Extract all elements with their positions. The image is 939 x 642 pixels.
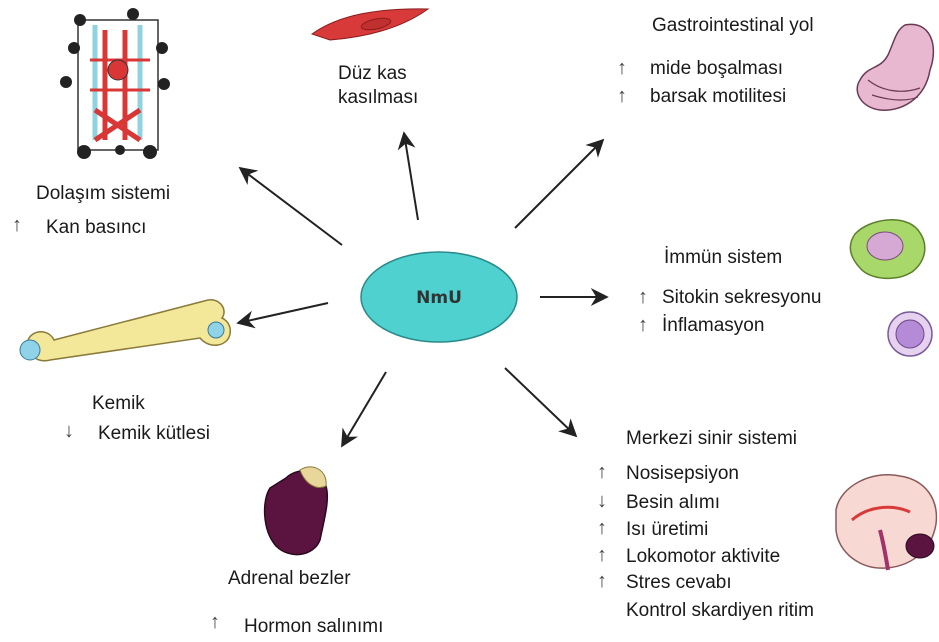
adrenal-gland-icon (265, 467, 328, 555)
bone-icon (20, 300, 230, 361)
arrow-adrenal (342, 372, 386, 446)
circulatory-item-0-dir: ↑ (12, 214, 22, 236)
gi-item-1-dir: ↑ (617, 85, 627, 107)
lymphocyte-icon (888, 312, 932, 356)
arrow-bone (238, 303, 328, 323)
cns-item-4-dir: ↑ (597, 570, 607, 592)
smooth-muscle-title-line2: kasılması (338, 87, 418, 109)
cns-item-0-label: Nosisepsiyon (626, 463, 739, 485)
cns-item-2-label: Isı üretimi (626, 519, 708, 541)
adrenal-item-0-dir: ↑ (210, 611, 220, 633)
immune-title: İmmün sistem (664, 247, 782, 269)
cns-title: Merkezi sinir sistemi (626, 428, 797, 450)
adrenal-title: Adrenal bezler (228, 568, 351, 590)
immune-item-1-label: İnflamasyon (662, 315, 764, 337)
smooth-muscle-icon (312, 9, 428, 40)
cns-item-0-dir: ↑ (597, 461, 607, 483)
gi-item-1-label: barsak motilitesi (650, 86, 786, 108)
circulatory-diagram-icon (60, 8, 170, 159)
bone-item-0-dir: ↓ (64, 420, 74, 442)
center-node: NmU (361, 252, 517, 342)
cns-item-3-label: Lokomotor aktivite (626, 546, 780, 568)
cns-item-3-dir: ↑ (597, 544, 607, 566)
gi-item-0-label: mide boşalması (650, 58, 783, 80)
immune-item-0-dir: ↑ (638, 286, 648, 308)
brain-icon (836, 475, 936, 570)
bone-item-0-label: Kemik kütlesi (98, 423, 210, 445)
circulatory-title: Dolaşım sistemi (36, 183, 170, 205)
center-label: NmU (416, 288, 462, 308)
arrow-cns (505, 368, 576, 436)
immune-item-0-label: Sitokin sekresyonu (662, 287, 821, 309)
macrophage-icon (850, 220, 925, 279)
arrow-smooth-muscle (404, 133, 418, 220)
arrow-gi (515, 140, 603, 228)
cns-item-1-label: Besin alımı (626, 492, 720, 514)
circulatory-item-0-label: Kan basıncı (46, 217, 146, 239)
adrenal-item-0-label: Hormon salınımı (244, 616, 383, 638)
arrow-circulatory (240, 168, 342, 245)
cns-item-4-label: Stres cevabı (626, 572, 732, 594)
cns-item-2-dir: ↑ (597, 517, 607, 539)
smooth-muscle-title-line1: Düz kas (338, 63, 407, 85)
immune-item-1-dir: ↑ (638, 314, 648, 336)
gi-item-0-dir: ↑ (617, 57, 627, 79)
cns-item-1-dir: ↓ (597, 490, 607, 512)
cns-item-5-label: Kontrol skardiyen ritim (626, 600, 814, 622)
bone-title: Kemik (92, 393, 145, 415)
stomach-icon (857, 24, 933, 110)
gi-title: Gastrointestinal yol (652, 15, 814, 37)
